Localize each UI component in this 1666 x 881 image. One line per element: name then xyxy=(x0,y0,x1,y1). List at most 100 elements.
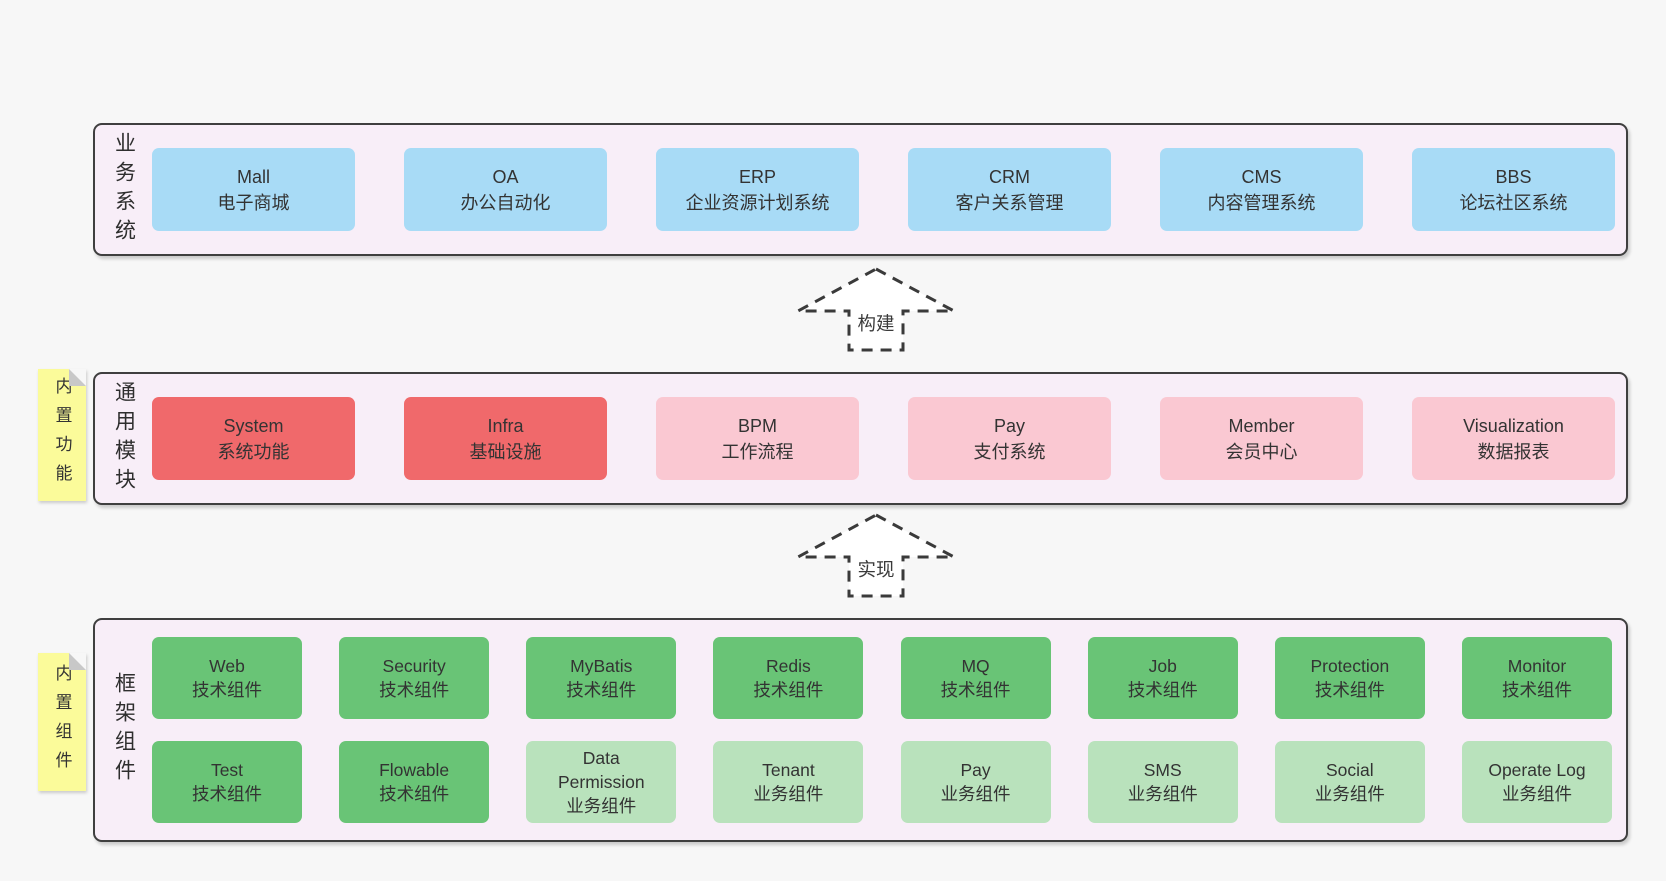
box-title: Security xyxy=(382,656,446,676)
arrow-build-text: 构建 xyxy=(854,313,898,334)
box-mq: MQ 技术组件 xyxy=(900,637,1051,719)
arrow-implement-text: 实现 xyxy=(854,559,898,580)
box-pay-component: Pay 业务组件 xyxy=(900,741,1051,823)
box-title: CRM xyxy=(989,166,1030,187)
box-crm: CRM 客户关系管理 xyxy=(908,148,1111,231)
up-arrow-icon xyxy=(797,513,955,598)
box-subtitle: 技术组件 xyxy=(379,680,450,700)
common-modules-boxes: System 系统功能 Infra 基础设施 BPM 工作流程 Pay 支付系统… xyxy=(152,374,1626,503)
box-subtitle: 业务组件 xyxy=(1127,784,1198,804)
box-operate-log: Operate Log 业务组件 xyxy=(1461,741,1612,823)
arrow-build: 构建 xyxy=(791,266,961,354)
box-subtitle: 技术组件 xyxy=(1127,680,1198,700)
box-subtitle: 业务组件 xyxy=(940,784,1011,804)
box-subtitle: 数据报表 xyxy=(1477,441,1550,462)
box-flowable: Flowable 技术组件 xyxy=(339,741,490,823)
box-subtitle: 内容管理系统 xyxy=(1207,192,1316,213)
box-mall: Mall 电子商城 xyxy=(152,148,355,231)
box-title: Job xyxy=(1148,656,1177,676)
box-title: MQ xyxy=(961,656,990,676)
box-subtitle: 业务组件 xyxy=(1314,784,1385,804)
box-title: MyBatis xyxy=(570,656,633,676)
box-test: Test 技术组件 xyxy=(152,741,302,823)
band-framework-components: 框架组件 Web 技术组件 Security 技术组件 MyBatis 技术组件… xyxy=(93,618,1628,842)
box-subtitle: 会员中心 xyxy=(1225,441,1298,462)
band-label-column: 框架组件 xyxy=(95,620,152,840)
box-title: Pay xyxy=(960,760,991,780)
box-subtitle: 技术组件 xyxy=(192,784,262,804)
band-common-modules: 通用模块 System 系统功能 Infra 基础设施 BPM 工作流程 Pay… xyxy=(93,372,1628,505)
up-arrow-icon xyxy=(797,267,955,352)
sticky-note-built-in-features: 内置功能 xyxy=(38,369,86,501)
band-business-systems-label: 业务系统 xyxy=(112,131,136,248)
box-title: Test xyxy=(210,760,244,780)
box-title: Infra xyxy=(487,415,524,436)
box-title: Pay xyxy=(993,415,1026,436)
box-title: Redis xyxy=(766,656,811,676)
band-label-column: 通用模块 xyxy=(95,374,152,503)
framework-components-boxes: Web 技术组件 Security 技术组件 MyBatis 技术组件 Redi… xyxy=(152,620,1626,840)
box-title: Monitor xyxy=(1507,656,1567,676)
box-subtitle: 系统功能 xyxy=(217,441,290,462)
box-title: Member xyxy=(1228,415,1295,436)
box-title: OA xyxy=(492,166,519,187)
business-systems-boxes: Mall 电子商城 OA 办公自动化 ERP 企业资源计划系统 CRM 客户关系… xyxy=(152,125,1626,254)
box-title: ERP xyxy=(738,166,776,187)
box-title: Operate Log xyxy=(1488,760,1586,780)
box-subtitle: 办公自动化 xyxy=(460,192,551,213)
box-data-permission: Data Permission 业务组件 xyxy=(526,741,677,823)
box-title: System xyxy=(223,415,284,436)
box-redis: Redis 技术组件 xyxy=(713,637,864,719)
framework-row-2: Test 技术组件 Flowable 技术组件 Data Permission … xyxy=(152,741,1612,823)
box-title: Social xyxy=(1326,760,1374,780)
box-subtitle: 电子商城 xyxy=(217,192,290,213)
box-title: Web xyxy=(209,656,245,676)
band-framework-components-label: 框架组件 xyxy=(112,672,136,788)
sticky-note-built-in-components: 内置组件 xyxy=(38,653,86,791)
box-title: Flowable xyxy=(379,760,450,780)
box-mybatis: MyBatis 技术组件 xyxy=(526,637,677,719)
box-social: Social 业务组件 xyxy=(1274,741,1425,823)
box-bbs: BBS 论坛社区系统 xyxy=(1412,148,1615,231)
box-monitor: Monitor 技术组件 xyxy=(1461,637,1612,719)
box-title: Visualization xyxy=(1463,415,1564,436)
box-title: CMS xyxy=(1241,166,1282,187)
box-title: Data Permission xyxy=(558,748,645,792)
box-subtitle: 企业资源计划系统 xyxy=(685,192,830,213)
box-oa: OA 办公自动化 xyxy=(404,148,607,231)
box-subtitle: 论坛社区系统 xyxy=(1459,192,1568,213)
band-business-systems: 业务系统 Mall 电子商城 OA 办公自动化 ERP 企业资源计划系统 CRM… xyxy=(93,123,1628,256)
box-title: BBS xyxy=(1495,166,1532,187)
framework-row-1: Web 技术组件 Security 技术组件 MyBatis 技术组件 Redi… xyxy=(152,637,1612,719)
box-title: SMS xyxy=(1143,760,1182,780)
box-subtitle: 技术组件 xyxy=(379,784,450,804)
box-subtitle: 基础设施 xyxy=(469,441,542,462)
box-subtitle: 业务组件 xyxy=(1501,784,1572,804)
box-bpm: BPM 工作流程 xyxy=(656,397,859,480)
box-subtitle: 技术组件 xyxy=(192,680,262,700)
band-common-modules-label: 通用模块 xyxy=(112,380,136,497)
box-subtitle: 业务组件 xyxy=(566,796,637,816)
box-erp: ERP 企业资源计划系统 xyxy=(656,148,859,231)
box-sms: SMS 业务组件 xyxy=(1087,741,1238,823)
box-subtitle: 技术组件 xyxy=(1314,680,1385,700)
box-subtitle: 技术组件 xyxy=(1501,680,1572,700)
box-subtitle: 技术组件 xyxy=(940,680,1011,700)
box-web: Web 技术组件 xyxy=(152,637,302,719)
box-member: Member 会员中心 xyxy=(1160,397,1363,480)
arrow-build-label: 构建 xyxy=(791,310,961,336)
box-security: Security 技术组件 xyxy=(339,637,490,719)
box-title: Protection xyxy=(1310,656,1390,676)
arrow-implement: 实现 xyxy=(791,512,961,600)
box-subtitle: 技术组件 xyxy=(753,680,824,700)
box-system: System 系统功能 xyxy=(152,397,355,480)
box-subtitle: 业务组件 xyxy=(753,784,824,804)
box-subtitle: 客户关系管理 xyxy=(955,192,1064,213)
arrow-implement-label: 实现 xyxy=(791,556,961,582)
box-infra: Infra 基础设施 xyxy=(404,397,607,480)
box-subtitle: 技术组件 xyxy=(566,680,637,700)
box-protection: Protection 技术组件 xyxy=(1274,637,1425,719)
box-visualization: Visualization 数据报表 xyxy=(1412,397,1615,480)
box-title: BPM xyxy=(737,415,777,436)
sticky-note-text: 内置组件 xyxy=(52,664,72,780)
